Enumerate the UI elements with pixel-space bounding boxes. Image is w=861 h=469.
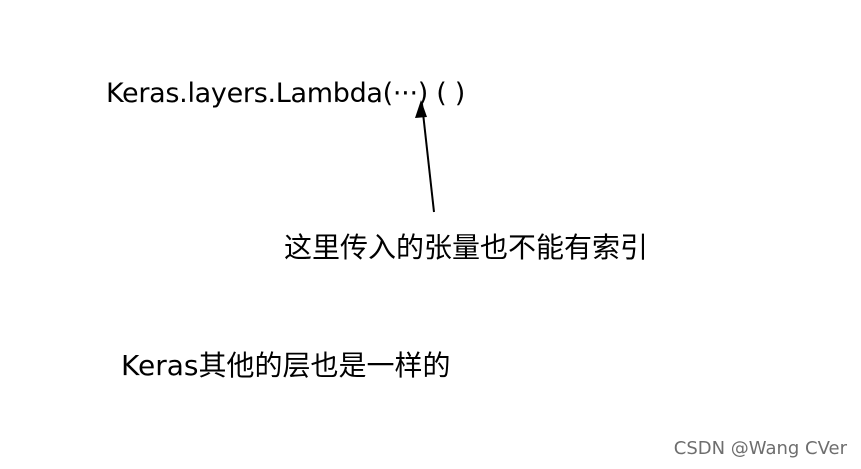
arrow-head bbox=[415, 100, 427, 118]
arrow-shaft bbox=[421, 103, 435, 213]
watermark-text: CSDN @Wang CVer bbox=[673, 438, 847, 459]
code-expression: Keras.layers.Lambda(···) ( ) bbox=[106, 78, 466, 109]
note-text: Keras其他的层也是一样的 bbox=[121, 349, 451, 382]
annotation-text: 这里传入的张量也不能有索引 bbox=[284, 231, 649, 264]
